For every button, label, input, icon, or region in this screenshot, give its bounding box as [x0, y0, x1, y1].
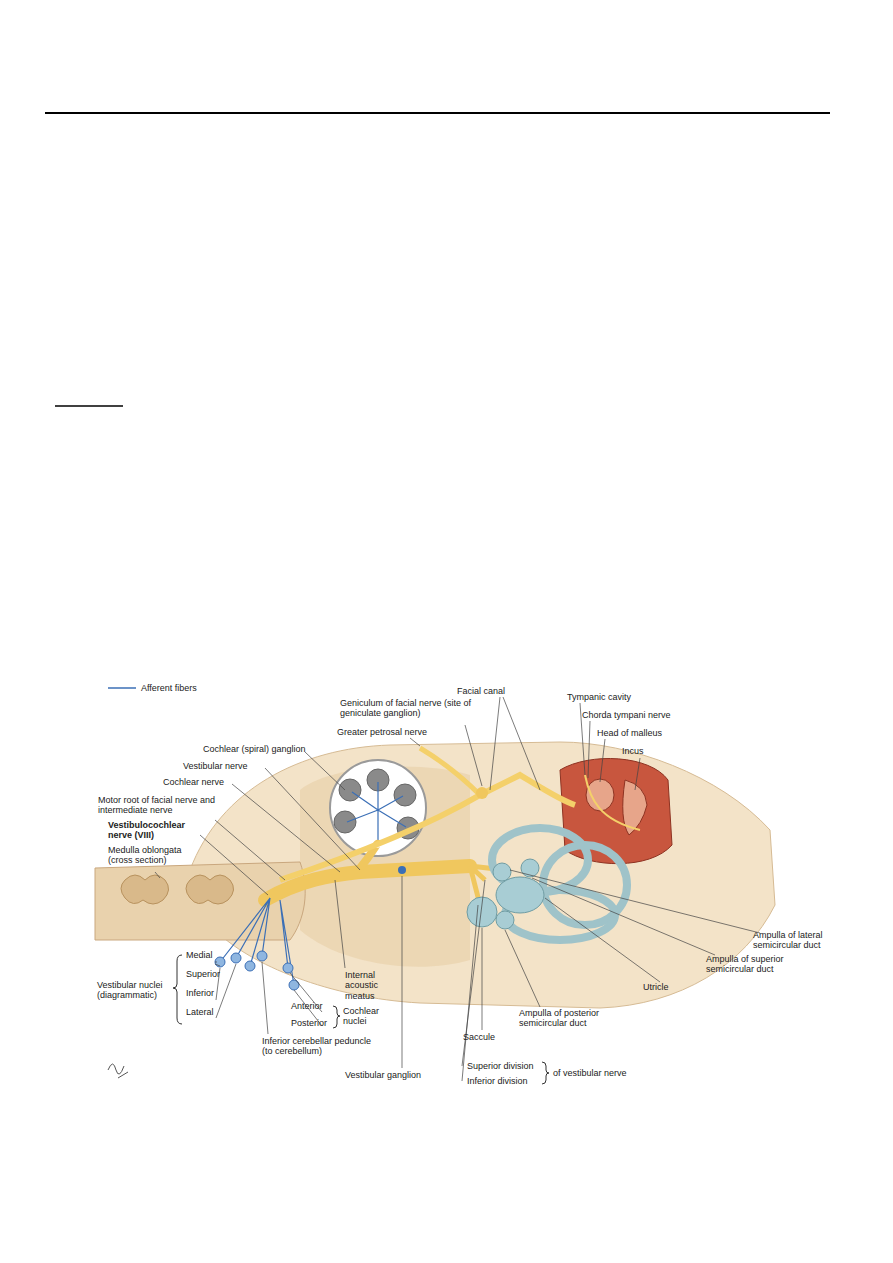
part-label: Saccule — [463, 1032, 495, 1042]
utricle — [496, 877, 544, 913]
part-label: Chorda tympani nerve — [582, 710, 671, 720]
part-label: Incus — [622, 746, 644, 756]
ampulla — [521, 859, 539, 877]
part-label: Utricle — [643, 982, 669, 992]
part-label: Vestibular nuclei (diagrammatic) — [97, 980, 175, 1001]
brace — [333, 1006, 340, 1028]
part-label: Vestibular ganglion — [345, 1070, 421, 1080]
page-rule — [45, 112, 830, 114]
part-label: Medulla oblongata (cross section) — [108, 845, 208, 866]
part-label: Ampulla of lateral semicircular duct — [753, 930, 863, 951]
part-label: of vestibular nerve — [553, 1068, 627, 1078]
legend-row: Afferent fibers — [108, 683, 197, 693]
nuclei — [215, 951, 299, 990]
legend-line-sample — [108, 685, 136, 691]
part-label: Vestibulocochlear nerve (VIII) — [108, 820, 208, 841]
afferent-fibers — [220, 898, 294, 985]
part-label: Tympanic cavity — [567, 692, 631, 702]
heading-underline — [55, 405, 123, 407]
ampulla — [496, 911, 514, 929]
olive — [186, 875, 234, 904]
part-label: Cochlear (spiral) ganglion — [203, 744, 306, 754]
vestibular-ganglion — [398, 866, 406, 874]
brace — [173, 955, 182, 1024]
signature — [108, 1064, 128, 1078]
olive — [121, 875, 169, 904]
brace — [542, 1062, 549, 1084]
part-label: Ampulla of superior semicircular duct — [706, 954, 826, 975]
part-label: Superior — [186, 969, 220, 979]
part-label: Posterior — [291, 1018, 327, 1028]
cochlear-turn — [339, 779, 361, 801]
greater-petrosal-nerve — [420, 748, 480, 795]
ampulla — [493, 863, 511, 881]
part-label: Facial canal — [457, 686, 505, 696]
part-label: Lateral — [186, 1007, 214, 1017]
part-label: Geniculum of facial nerve (site of genic… — [340, 698, 480, 719]
part-label: Motor root of facial nerve and intermedi… — [98, 795, 223, 816]
part-label: Internal acoustic meatus — [345, 970, 403, 1001]
part-label: Anterior — [291, 1001, 323, 1011]
leader-lines — [155, 697, 760, 1081]
part-label: Superior division — [467, 1061, 534, 1071]
vestibulocochlear-nerve — [265, 866, 470, 900]
part-label: Cochlear nuclei — [343, 1006, 395, 1027]
part-label: Inferior — [186, 988, 214, 998]
geniculate-ganglion — [476, 787, 488, 799]
part-label: Inferior cerebellar peduncle (to cerebel… — [262, 1036, 382, 1057]
cochlear-turn — [334, 811, 356, 833]
part-label: Vestibular nerve — [183, 761, 248, 771]
part-label: Greater petrosal nerve — [337, 727, 427, 737]
chorda-tympani — [585, 775, 640, 830]
part-label: Cochlear nerve — [163, 777, 224, 787]
part-label: Inferior division — [467, 1076, 528, 1086]
part-label: Ampulla of posterior semicircular duct — [519, 1008, 649, 1029]
cochlear-turn — [394, 784, 416, 806]
part-label: Head of malleus — [597, 728, 662, 738]
part-label: Medial — [186, 950, 213, 960]
legend-text: Afferent fibers — [141, 683, 197, 693]
